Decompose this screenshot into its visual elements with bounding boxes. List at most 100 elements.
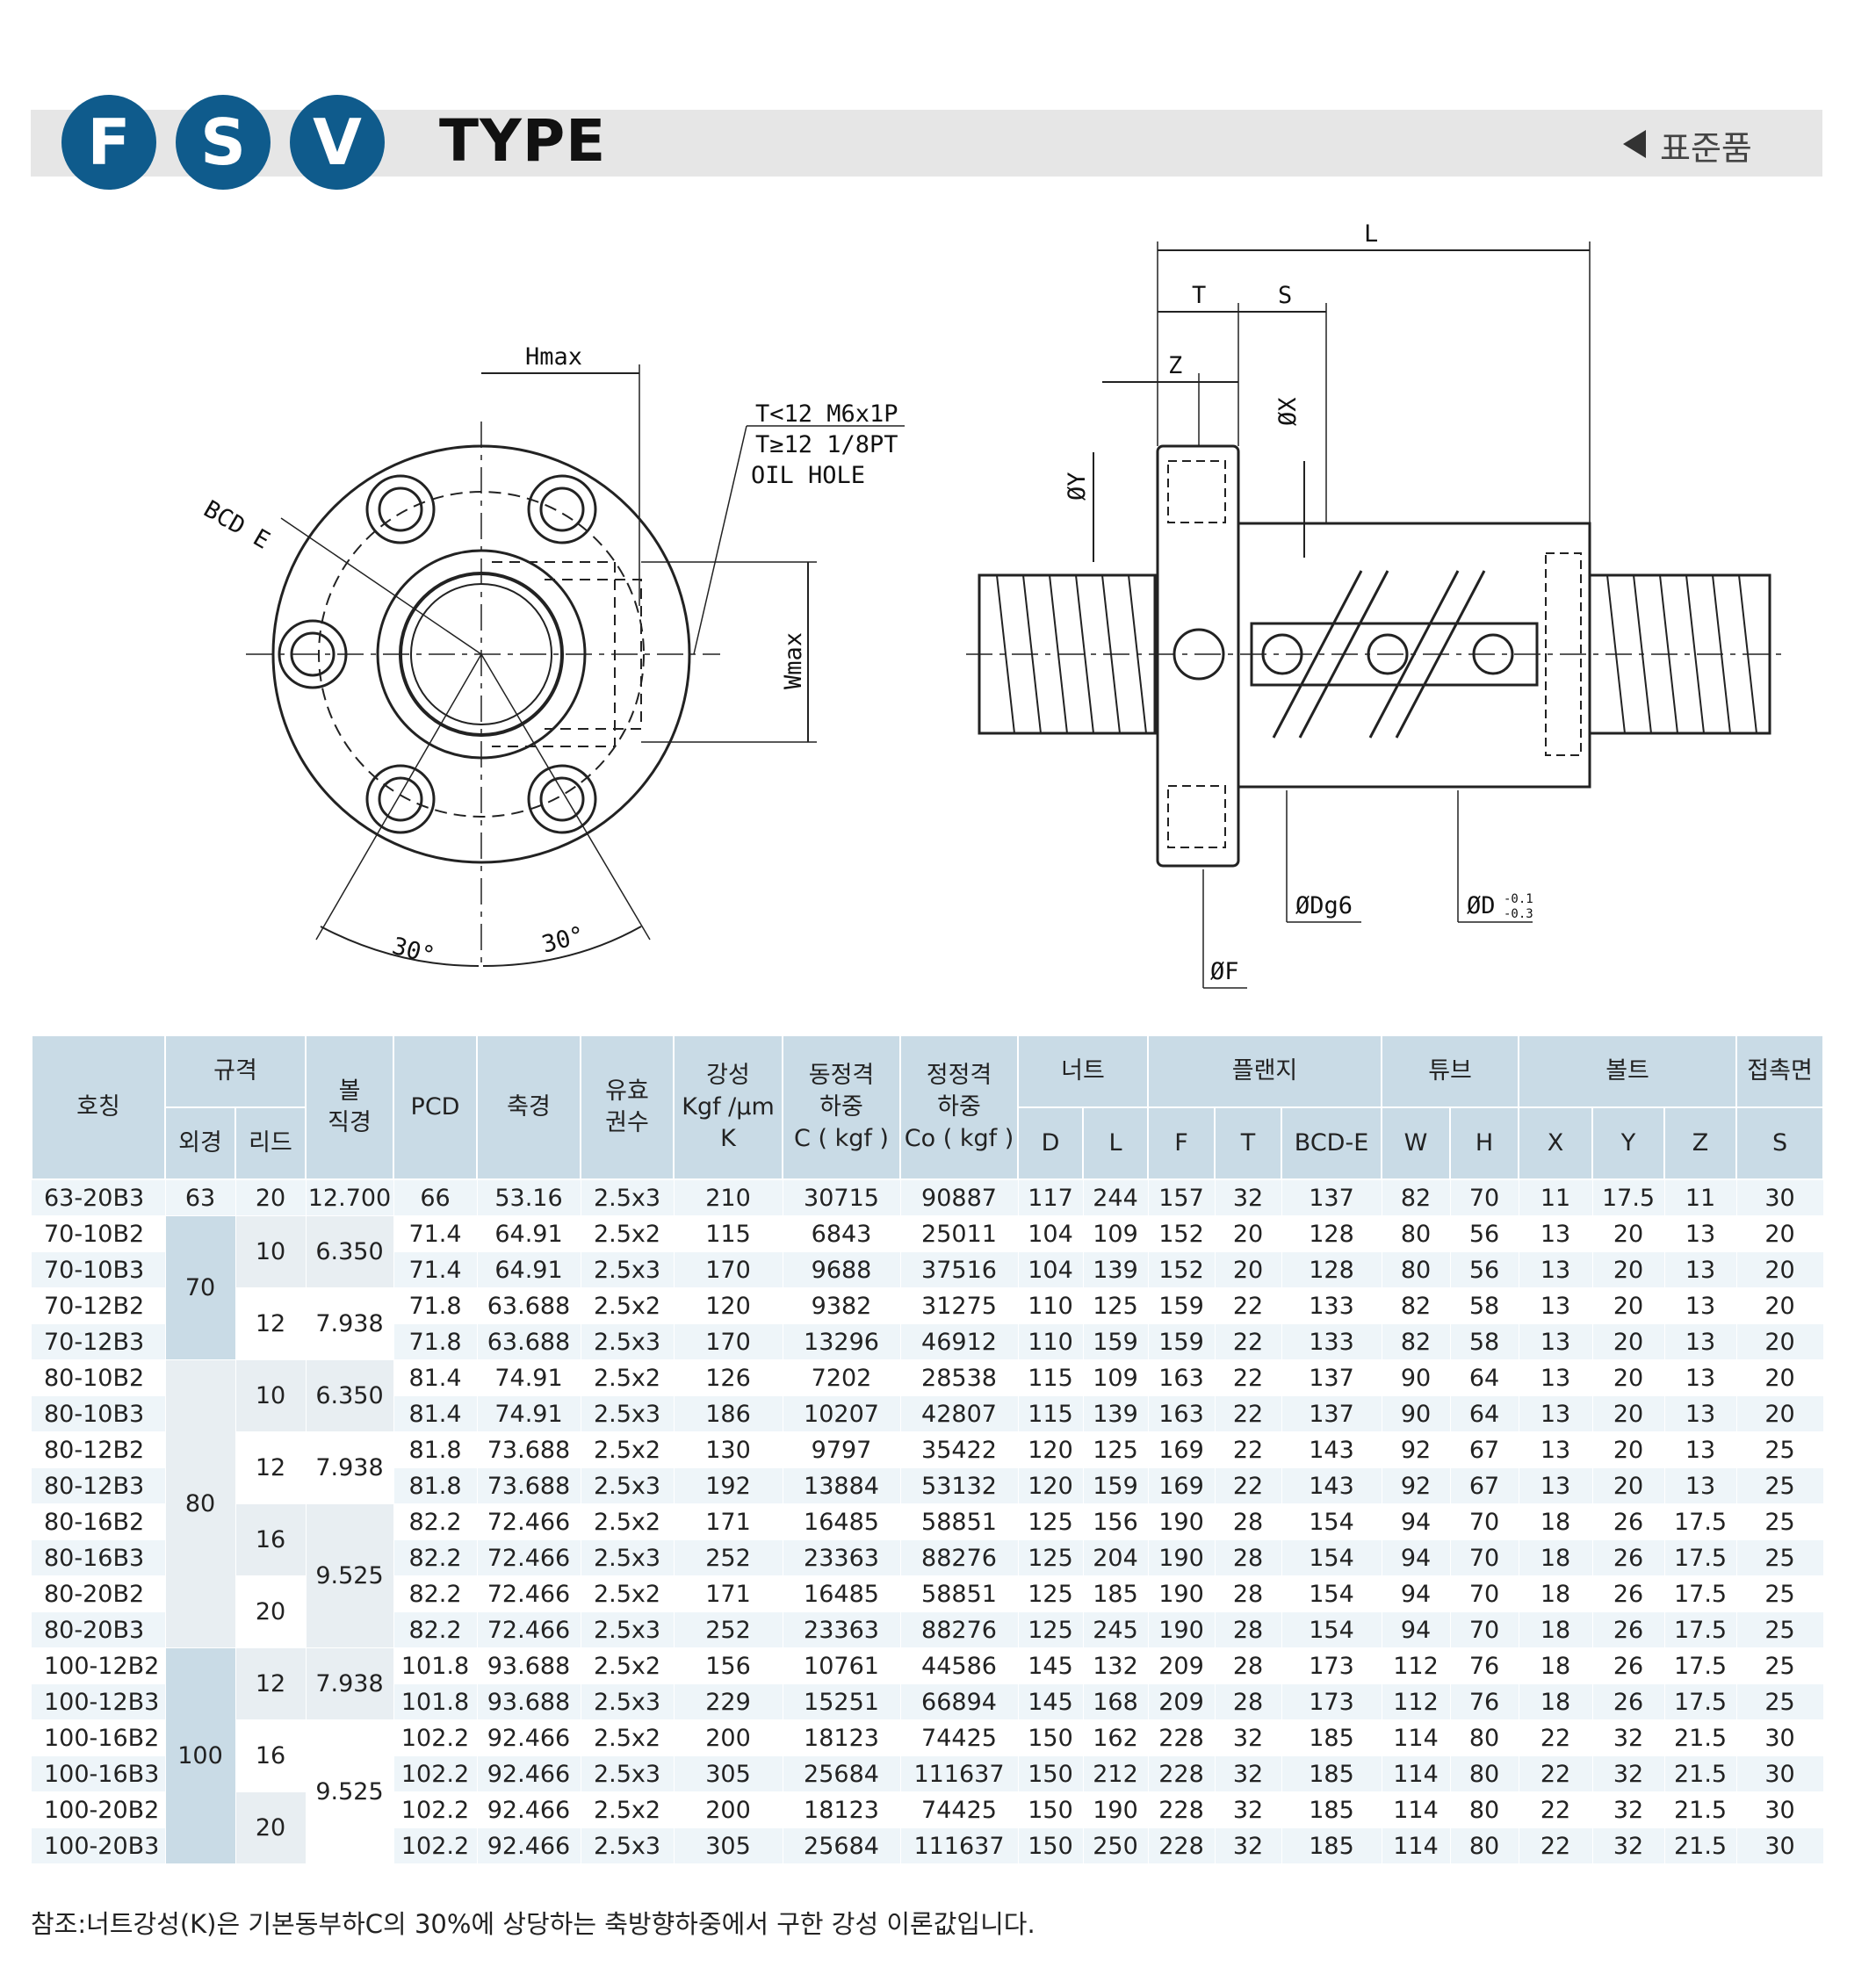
table-cell: 17.5 bbox=[1664, 1575, 1737, 1612]
cell-model: 70-10B3 bbox=[32, 1251, 166, 1288]
th-bolt-y: Y bbox=[1591, 1106, 1666, 1180]
table-cell: 2.5x2 bbox=[581, 1503, 675, 1540]
table-cell: 28 bbox=[1215, 1683, 1282, 1720]
table-cell: 10207 bbox=[783, 1395, 901, 1432]
cell-model: 100-16B3 bbox=[32, 1755, 166, 1792]
table-cell: 23363 bbox=[783, 1539, 901, 1576]
dim-y-label: ØY bbox=[1064, 472, 1091, 501]
oil-hole-line3: OIL HOLE bbox=[751, 462, 865, 489]
table-cell: 245 bbox=[1083, 1611, 1149, 1648]
table-cell: 70 bbox=[1450, 1179, 1519, 1216]
table-cell: 23363 bbox=[783, 1611, 901, 1648]
table-cell: 150 bbox=[1018, 1719, 1084, 1756]
table-cell: 10761 bbox=[783, 1647, 901, 1684]
table-cell: 72.466 bbox=[477, 1539, 581, 1576]
badge-f: F bbox=[61, 95, 156, 190]
table-cell: 305 bbox=[674, 1755, 783, 1792]
table-cell: 70 bbox=[1450, 1503, 1519, 1540]
table-cell: 63 bbox=[165, 1179, 236, 1216]
table-cell: 137 bbox=[1281, 1179, 1382, 1216]
th-tube-w: W bbox=[1381, 1106, 1452, 1180]
table-cell: 32 bbox=[1215, 1719, 1282, 1756]
cell-model: 63-20B3 bbox=[32, 1179, 166, 1216]
th-flange: 플랜지 bbox=[1146, 1034, 1383, 1108]
table-cell: 17.5 bbox=[1664, 1647, 1737, 1684]
table-cell: 2.5x3 bbox=[581, 1539, 675, 1576]
table-cell: 2.5x3 bbox=[581, 1251, 675, 1288]
table-cell: 150 bbox=[1018, 1791, 1084, 1828]
table-cell: 110 bbox=[1018, 1323, 1084, 1360]
table-cell: 17.5 bbox=[1664, 1611, 1737, 1648]
front-view bbox=[246, 364, 905, 967]
table-cell: 22 bbox=[1215, 1323, 1282, 1360]
table-cell: 90 bbox=[1382, 1359, 1451, 1396]
table-cell: 109 bbox=[1083, 1359, 1149, 1396]
table-cell: 139 bbox=[1083, 1251, 1149, 1288]
table-cell: 92 bbox=[1382, 1431, 1451, 1468]
table-cell: 20 bbox=[1592, 1467, 1665, 1504]
table-cell: 2.5x2 bbox=[581, 1359, 675, 1396]
table-cell: 252 bbox=[674, 1611, 783, 1648]
table-cell: 70 bbox=[1450, 1539, 1519, 1576]
table-cell: 163 bbox=[1148, 1359, 1216, 1396]
table-cell: 156 bbox=[674, 1647, 783, 1684]
table-cell: 168 bbox=[1083, 1683, 1149, 1720]
table-cell: 115 bbox=[1018, 1395, 1084, 1432]
table-cell: 20 bbox=[1736, 1395, 1824, 1432]
table-cell: 20 bbox=[235, 1179, 307, 1216]
table-cell: 170 bbox=[674, 1251, 783, 1288]
dim-x-label: ØX bbox=[1274, 397, 1302, 426]
table-cell: 112 bbox=[1382, 1647, 1451, 1684]
table-cell: 25 bbox=[1736, 1431, 1824, 1468]
table-cell: 82.2 bbox=[393, 1611, 478, 1648]
table-cell: 93.688 bbox=[477, 1683, 581, 1720]
table-cell: 13884 bbox=[783, 1467, 901, 1504]
table-cell: 80 bbox=[1450, 1827, 1519, 1864]
table-cell: 71.8 bbox=[393, 1287, 478, 1324]
table-cell: 20 bbox=[1592, 1431, 1665, 1468]
table-cell: 2.5x3 bbox=[581, 1683, 675, 1720]
table-cell: 185 bbox=[1281, 1755, 1382, 1792]
table-cell: 112 bbox=[1382, 1683, 1451, 1720]
table-cell: 64.91 bbox=[477, 1251, 581, 1288]
table-cell: 80 bbox=[1382, 1215, 1451, 1252]
table-cell: 145 bbox=[1018, 1647, 1084, 1684]
back-arrow-icon[interactable] bbox=[1623, 130, 1646, 158]
table-cell: 154 bbox=[1281, 1611, 1382, 1648]
table-cell: 228 bbox=[1148, 1719, 1216, 1756]
table-cell: 26 bbox=[1592, 1539, 1665, 1576]
table-cell: 32 bbox=[1215, 1179, 1282, 1216]
table-cell: 150 bbox=[1018, 1755, 1084, 1792]
table-cell: 32 bbox=[1215, 1755, 1282, 1792]
th-nut-d: D bbox=[1017, 1106, 1084, 1180]
table-cell: 26 bbox=[1592, 1611, 1665, 1648]
table-cell: 185 bbox=[1281, 1827, 1382, 1864]
table-cell: 30 bbox=[1736, 1827, 1824, 1864]
standard-label[interactable]: 표준품 bbox=[1660, 129, 1752, 168]
table-cell: 64 bbox=[1450, 1395, 1519, 1432]
table-cell: 92.466 bbox=[477, 1755, 581, 1792]
table-cell: 209 bbox=[1148, 1647, 1216, 1684]
table-cell: 53.16 bbox=[477, 1179, 581, 1216]
table-cell: 92.466 bbox=[477, 1791, 581, 1828]
table-cell: 25 bbox=[1736, 1683, 1824, 1720]
cell-model: 80-20B2 bbox=[32, 1575, 166, 1612]
table-cell: 152 bbox=[1148, 1215, 1216, 1252]
table-cell: 76 bbox=[1450, 1647, 1519, 1684]
cell-model: 80-12B3 bbox=[32, 1467, 166, 1504]
table-cell: 114 bbox=[1382, 1719, 1451, 1756]
table-cell: 159 bbox=[1083, 1323, 1149, 1360]
table-cell: 139 bbox=[1083, 1395, 1149, 1432]
table-cell: 56 bbox=[1450, 1215, 1519, 1252]
table-cell: 210 bbox=[674, 1179, 783, 1216]
table-cell: 93.688 bbox=[477, 1647, 581, 1684]
dim-d-tol-upper: -0.1 bbox=[1504, 892, 1533, 906]
table-cell: 26 bbox=[1592, 1575, 1665, 1612]
table-cell: 92.466 bbox=[477, 1719, 581, 1756]
table-cell: 120 bbox=[1018, 1467, 1084, 1504]
